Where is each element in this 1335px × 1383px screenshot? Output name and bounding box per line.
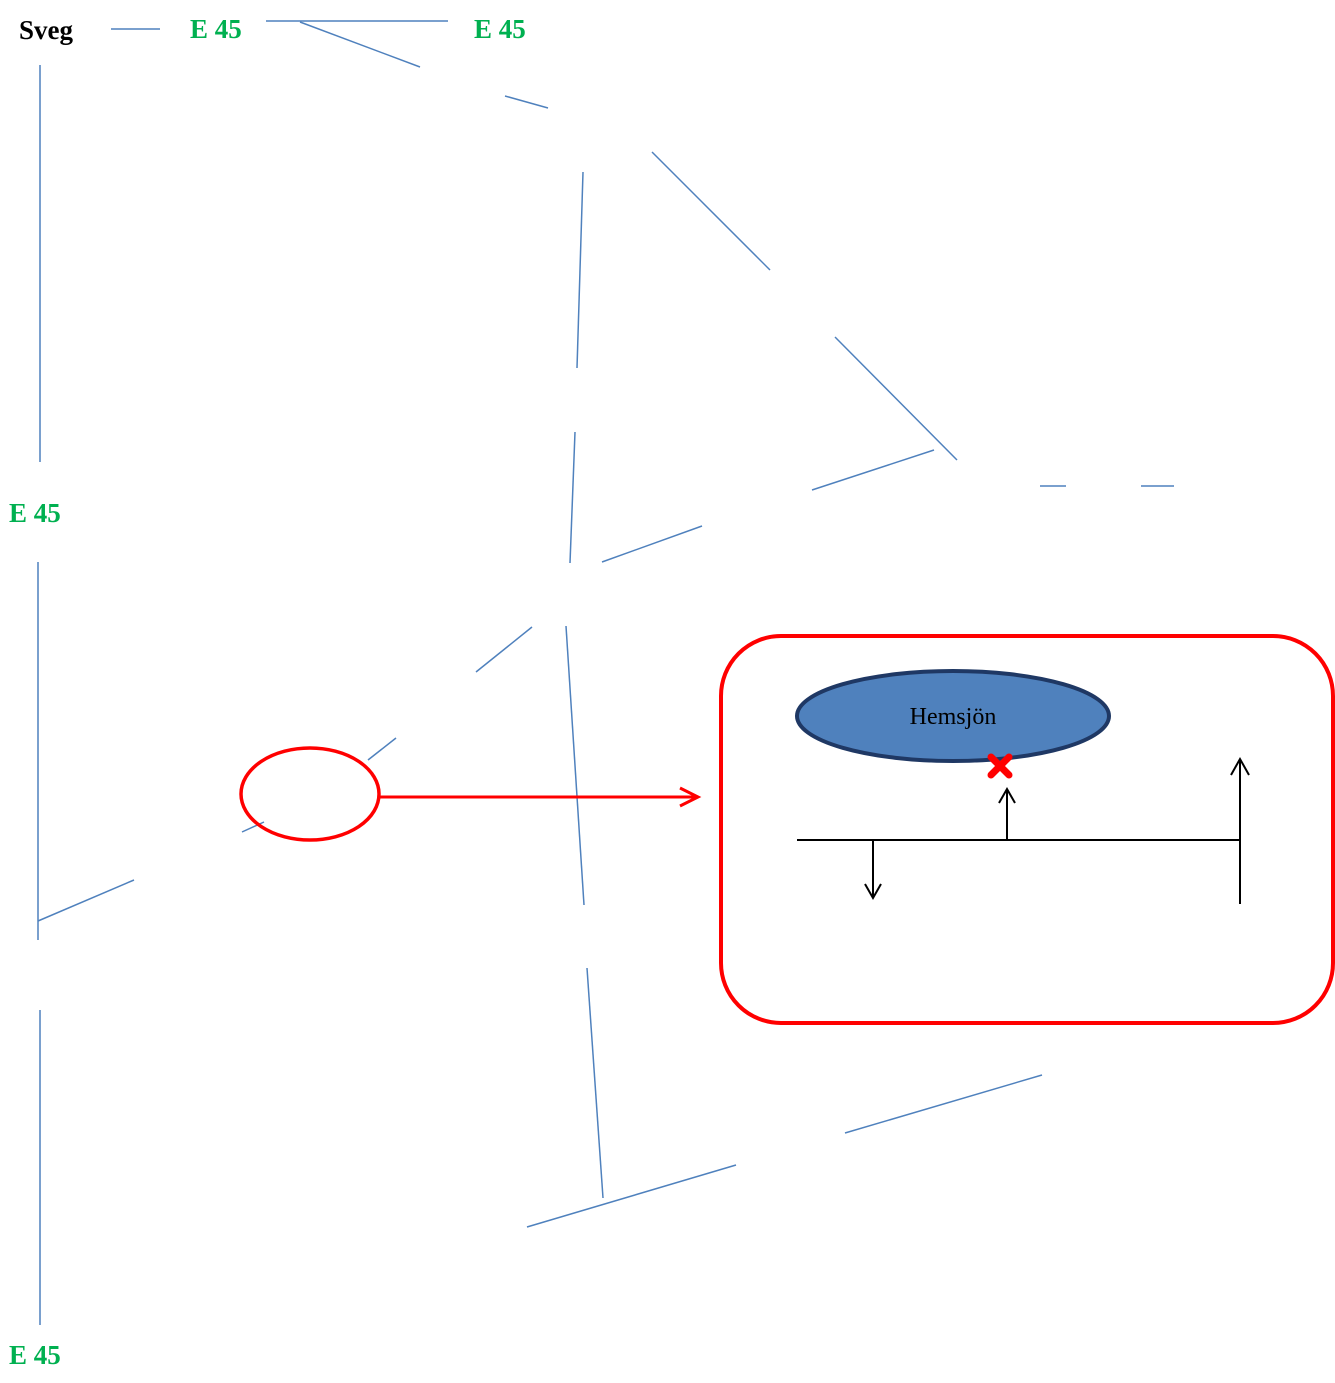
road-segment [576,171,584,369]
road-segment [651,151,771,271]
road-segment [601,525,703,563]
road-segment [299,21,421,68]
x-mark-icon [987,753,1013,779]
lake-hemsjon [795,669,1111,763]
highlight-circle [239,746,381,842]
town-label-sveg: Sveg [19,15,74,45]
road-segment [586,967,604,1199]
road-segment [844,1074,1043,1134]
road-segment [526,1164,737,1228]
road-segment [241,821,265,833]
road-segment [367,737,397,761]
road-label-e45: E 45 [190,14,242,44]
arrow-up-icon [998,786,1016,840]
road-segment [565,625,585,906]
road-network [37,20,1174,1325]
inset-road-diagram [797,756,1250,904]
arrow-down-icon [864,840,882,901]
inset-detail-box: Hemsjön [719,634,1335,1025]
road-label-e45: E 45 [9,498,61,528]
road-segment [504,95,549,109]
road-label-e45: E 45 [9,1340,61,1370]
road-segment [834,336,958,461]
road-segment [475,626,533,673]
road-label-e45: E 45 [474,14,526,44]
road-segment [811,449,935,491]
road-segment [37,879,135,922]
road-segment [569,431,576,564]
lake-label: Hemsjön [910,704,997,730]
arrow-up-icon [1230,756,1250,904]
